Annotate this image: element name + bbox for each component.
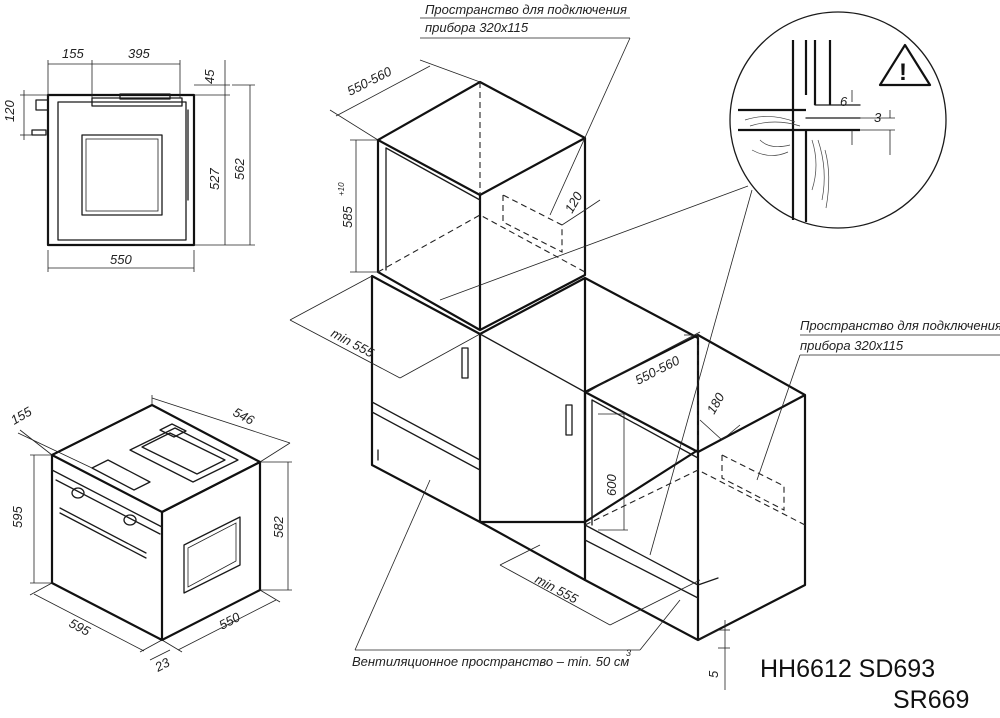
- oven-side-view: 155 395 45 120 527 562 550: [2, 46, 255, 272]
- model-names-line2: SR669: [893, 686, 969, 714]
- dim-550-iso: 550: [216, 609, 243, 633]
- dim-min555-base: min 555: [533, 571, 582, 606]
- dim-595-h-iso: 595: [10, 506, 25, 528]
- dim-600-base: 600: [604, 474, 619, 496]
- ventilation-note-group: Вентиляционное пространство – min. 50 см…: [352, 479, 681, 669]
- dim-3-detail: 3: [874, 110, 882, 125]
- dim-5-base: 5: [706, 670, 721, 678]
- warning-icon: [878, 43, 932, 87]
- ventilation-superscript: 3: [626, 648, 631, 658]
- detail-outline: [729, 11, 947, 229]
- connect-note-tall-line2: прибора 320x115: [425, 20, 529, 35]
- dim-550-560-base: 550-560: [633, 352, 683, 387]
- dim-395-top: 395: [128, 46, 150, 61]
- dim-595-w-iso: 595: [67, 615, 94, 639]
- dim-550-top: 550: [110, 252, 132, 267]
- connect-note-base-line1: Пространство для подключения: [800, 318, 1000, 333]
- dim-155-top: 155: [62, 46, 84, 61]
- dim-6-detail: 6: [840, 94, 848, 109]
- base-cabinet: 550-560 180 600 min 555 5 Пространство д…: [499, 318, 1000, 690]
- dim-585-tolerance: +10: [337, 182, 346, 196]
- dim-120-top: 120: [2, 100, 17, 122]
- dim-562-top: 562: [232, 158, 247, 180]
- warning-exclamation: !: [899, 59, 907, 86]
- detail-circle: 6 3 !: [439, 11, 947, 556]
- tall-cabinet: 550-560 585 +10 120 min 555 Пространство…: [289, 2, 631, 524]
- connect-note-base-line2: прибора 320x115: [800, 338, 904, 353]
- dim-582-iso: 582: [271, 516, 286, 538]
- middle-cabinet: [479, 276, 700, 581]
- dim-min555-tall: min 555: [329, 325, 378, 360]
- dim-180-base: 180: [704, 390, 728, 417]
- ventilation-note: Вентиляционное пространство – min. 50 см: [352, 654, 629, 669]
- dim-550-560-tall: 550-560: [345, 63, 395, 98]
- oven-iso-view: 155 546 595 582 595 550 23: [8, 395, 292, 675]
- dim-527-top: 527: [207, 168, 222, 190]
- dim-585-tall: 585: [340, 206, 355, 228]
- dim-23-iso: 23: [151, 654, 172, 675]
- dim-155-iso: 155: [8, 403, 35, 427]
- model-names-line1: HH6612 SD693: [760, 655, 935, 683]
- dim-45-top: 45: [202, 69, 217, 84]
- connect-note-tall-line1: Пространство для подключения: [425, 2, 627, 17]
